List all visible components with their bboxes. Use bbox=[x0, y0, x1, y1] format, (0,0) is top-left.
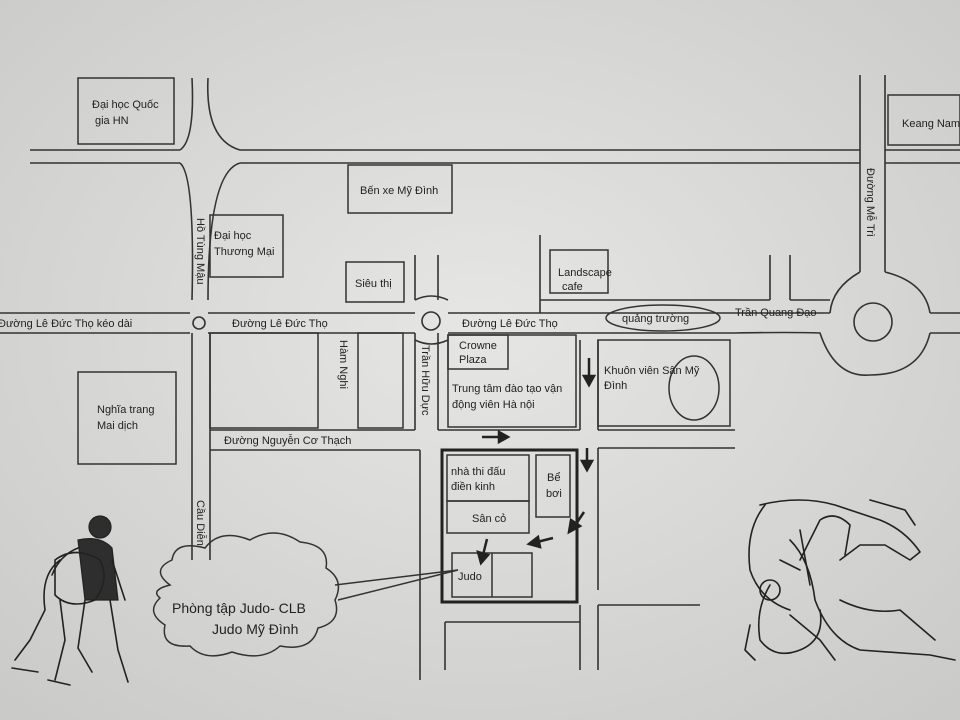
callout-line-1: Phòng tập Judo- CLB bbox=[172, 600, 306, 616]
street-me-tri: Đường Mễ Trì bbox=[864, 168, 877, 237]
label-dhtm-1: Đại học bbox=[214, 230, 252, 242]
label-quang-truong: quảng trường bbox=[622, 313, 689, 325]
label-san-co: Sân cỏ bbox=[472, 513, 506, 525]
arrow-down-2 bbox=[579, 448, 595, 473]
label-ben-xe: Bến xe Mỹ Đình bbox=[360, 185, 438, 197]
label-trung-tam-1: Trung tâm đào tạo vận bbox=[452, 383, 562, 395]
label-trung-tam-2: động viên Hà nội bbox=[452, 399, 535, 411]
label-khuon-vien-2: Đình bbox=[604, 380, 627, 392]
street-le-duc-tho-2: Đường Lê Đức Thọ bbox=[462, 318, 558, 330]
block-le-duc-tho-west bbox=[209, 332, 319, 429]
roundabout-east bbox=[853, 302, 893, 342]
arrow-right bbox=[482, 429, 511, 445]
street-le-duc-tho-keo-dai: Đường Lê Đức Thọ kéo dài bbox=[0, 318, 132, 330]
block-sieu-thi bbox=[345, 261, 405, 303]
label-dhqg-1: Đại học Quốc bbox=[92, 99, 159, 111]
label-khuon-vien-1: Khuôn viên Sân Mỹ bbox=[604, 365, 700, 377]
block-dai-hoc-thuong-mai bbox=[209, 214, 284, 278]
block-nghia-trang bbox=[77, 371, 177, 465]
block-trung-tam bbox=[447, 334, 577, 428]
street-labels: Đường Lê Đức Thọ kéo dài Đường Lê Đức Th… bbox=[0, 168, 877, 546]
roundabout-middle bbox=[421, 311, 441, 331]
label-be-boi-1: Bể bbox=[547, 472, 560, 484]
street-cau-dien: Cầu Diễn bbox=[194, 500, 207, 546]
label-judo: Judo bbox=[458, 571, 482, 583]
street-tran-quang-dao: Trần Quang Đạo bbox=[735, 307, 817, 319]
roundabout-small-west bbox=[192, 316, 206, 330]
street-ho-tung-mau: Hồ Tùng Mậu bbox=[194, 218, 206, 284]
label-nghia-trang-1: Nghĩa trang bbox=[97, 404, 154, 416]
label-nghia-trang-2: Mai dịch bbox=[97, 420, 138, 432]
callout-cloud: Phòng tập Judo- CLB Judo Mỹ Đình bbox=[152, 532, 459, 657]
arrow-left bbox=[526, 534, 554, 549]
street-nguyen-co-thach: Đường Nguyễn Cơ Thạch bbox=[224, 434, 351, 447]
block-dai-hoc-quoc-gia bbox=[77, 77, 175, 145]
block-landscape-cafe bbox=[549, 249, 609, 294]
block-san-co bbox=[446, 500, 530, 534]
judo-illustration-right bbox=[744, 499, 956, 661]
block-keangnam bbox=[887, 94, 960, 146]
arrow-down-left bbox=[567, 511, 586, 535]
label-nha-thi-dau-1: nhà thi đấu bbox=[451, 466, 505, 478]
street-ham-nghi: Hàm Nghi bbox=[337, 340, 349, 389]
block-khuon-vien bbox=[597, 339, 731, 427]
block-be-boi bbox=[535, 454, 571, 518]
landmark-labels: Đại học Quốc gia HN Keang Nam Bến xe Mỹ … bbox=[92, 99, 960, 583]
stadium-oval bbox=[668, 355, 720, 421]
arrow-down-1 bbox=[581, 358, 597, 388]
judo-illustration-left bbox=[11, 515, 129, 686]
label-nha-thi-dau-2: điền kinh bbox=[451, 481, 495, 493]
label-crowne-1: Crowne bbox=[459, 340, 497, 352]
label-sieu-thi: Siêu thị bbox=[355, 278, 392, 290]
label-be-boi-2: bơi bbox=[546, 488, 562, 500]
arrow-to-judo bbox=[476, 538, 491, 566]
label-crowne-2: Plaza bbox=[459, 354, 487, 366]
route-arrows bbox=[476, 358, 597, 566]
block-ben-xe bbox=[347, 164, 453, 214]
label-landscape-1: Landscape bbox=[558, 267, 612, 279]
block-tran-huu-duc-west bbox=[357, 332, 404, 429]
callout-line-2: Judo Mỹ Đình bbox=[212, 621, 298, 637]
street-le-duc-tho-1: Đường Lê Đức Thọ bbox=[232, 318, 328, 330]
street-tran-huu-duc: Trần Hữu Dực bbox=[419, 345, 431, 416]
label-dhqg-2: gia HN bbox=[95, 115, 129, 127]
label-keangnam: Keang Nam bbox=[902, 118, 960, 130]
label-landscape-2: cafe bbox=[562, 281, 583, 293]
label-dhtm-2: Thương Mại bbox=[214, 246, 274, 258]
quang-truong-oval bbox=[605, 304, 721, 332]
